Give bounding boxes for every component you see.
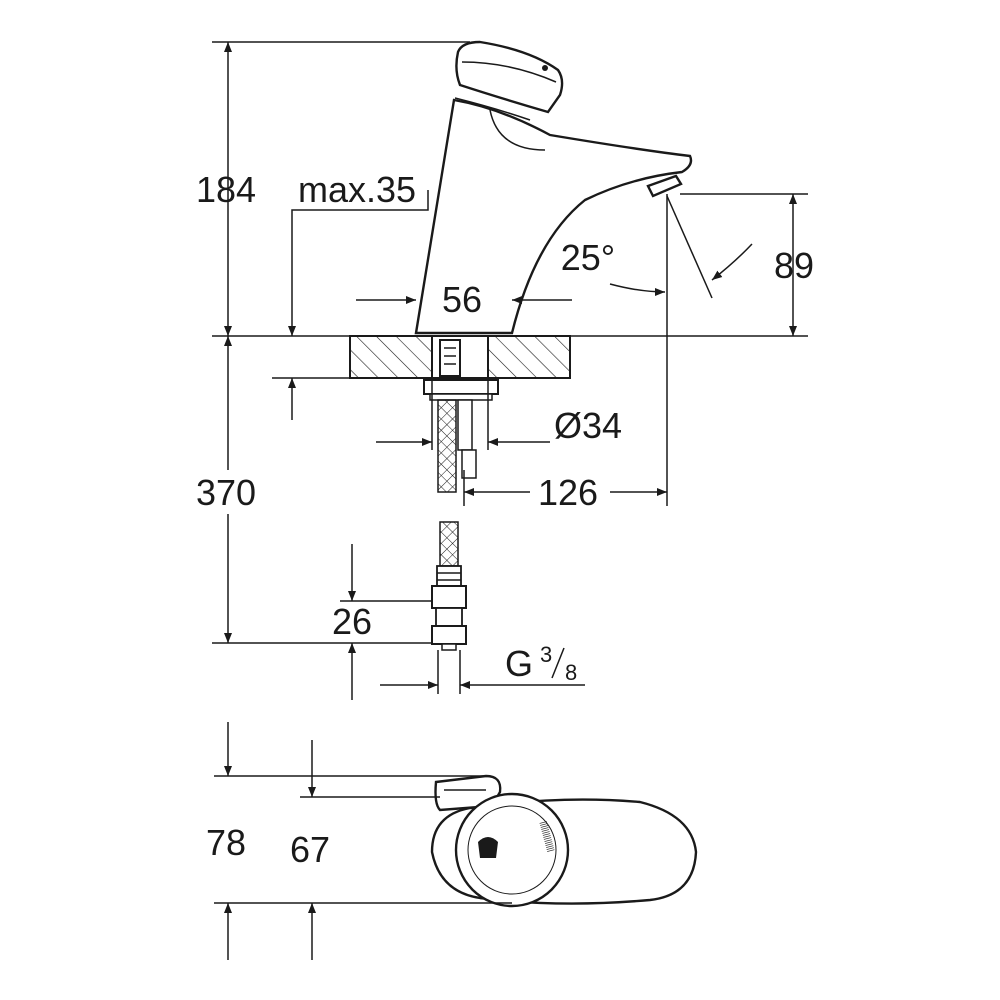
fixing-nut xyxy=(423,379,499,395)
top-button xyxy=(454,792,570,908)
dim-thread-num: 3 xyxy=(540,642,552,667)
dim-thread-den: 8 xyxy=(565,660,577,685)
dim-56: 56 xyxy=(442,279,482,320)
push-button xyxy=(455,40,564,114)
flex-hose-lower xyxy=(439,521,459,567)
dim-25deg: 25° xyxy=(561,237,615,278)
dim-126: 126 xyxy=(538,472,598,513)
dim-89: 89 xyxy=(774,245,814,286)
shank xyxy=(439,339,461,377)
dim-370: 370 xyxy=(196,472,256,513)
brand-logo-icon xyxy=(478,837,498,858)
dim-thread-g: G xyxy=(505,643,533,684)
aerator xyxy=(646,174,683,198)
dim-67: 67 xyxy=(290,829,330,870)
top-view: ||||||||||||||| 78 67 xyxy=(206,722,698,960)
dim-184: 184 xyxy=(196,169,256,210)
dim-dia34: Ø34 xyxy=(554,405,622,446)
connector-nut xyxy=(431,585,467,609)
dim-26: 26 xyxy=(332,601,372,642)
flex-hose-upper xyxy=(437,399,457,493)
side-view: 184 max.35 56 25° 89 Ø34 126 370 26 xyxy=(185,40,814,700)
dim-78: 78 xyxy=(206,822,246,863)
dim-max35: max.35 xyxy=(298,169,416,210)
faucet-body xyxy=(414,98,693,335)
